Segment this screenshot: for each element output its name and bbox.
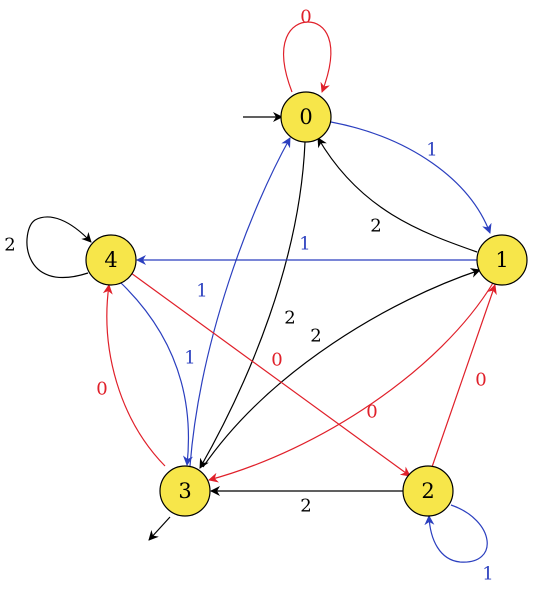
edge-label-1-0: 2 xyxy=(370,216,381,237)
state-label-4: 4 xyxy=(104,248,117,272)
state-label-3: 3 xyxy=(178,479,191,503)
state-node-2[interactable]: 2 xyxy=(402,465,454,517)
edge-label-1-4: 1 xyxy=(299,234,310,255)
edge-label-3-1: 2 xyxy=(310,326,321,347)
state-label-1: 1 xyxy=(495,248,508,272)
state-node-4[interactable]: 4 xyxy=(85,234,137,286)
edge-label-4-3: 1 xyxy=(184,348,195,369)
state-node-1[interactable]: 1 xyxy=(476,234,528,286)
edge-0-0 xyxy=(283,21,332,93)
edge-label-4-4: 2 xyxy=(4,235,15,256)
edge-3-4 xyxy=(102,284,166,467)
edge-3-0 xyxy=(189,137,291,467)
edge-3-1 xyxy=(202,268,481,468)
edge-1-3 xyxy=(208,282,494,483)
edge-4-4 xyxy=(26,216,92,279)
edge-labels: 0 1 2 2 1 0 2 1 0 2 1 0 0 2 1 xyxy=(4,7,493,585)
edge-label-0-1: 1 xyxy=(426,140,437,161)
edge-2-1 xyxy=(431,284,497,468)
edges xyxy=(26,21,497,563)
edge-2-2 xyxy=(424,504,488,563)
edge-0-1 xyxy=(330,121,492,234)
edge-label-2-2: 1 xyxy=(482,564,493,585)
edge-1-0 xyxy=(317,137,478,253)
edge-label-0-0: 0 xyxy=(300,7,311,28)
edge-4-3 xyxy=(119,281,193,466)
edge-label-3-0: 1 xyxy=(196,281,207,302)
edge-label-3-4: 0 xyxy=(96,379,107,400)
edge-0-3 xyxy=(199,141,306,469)
state-node-0[interactable]: 0 xyxy=(280,91,332,143)
edge-4-2 xyxy=(130,272,411,477)
final-state-arrow xyxy=(148,516,171,541)
edge-label-4-2: 0 xyxy=(271,350,282,371)
edge-label-2-3: 2 xyxy=(300,496,311,517)
state-label-0: 0 xyxy=(299,105,312,129)
edge-label-2-1: 0 xyxy=(475,370,486,391)
edge-label-0-3: 2 xyxy=(284,308,295,329)
state-label-2: 2 xyxy=(421,479,434,503)
state-node-3[interactable]: 3 xyxy=(159,465,211,517)
edge-label-1-3: 0 xyxy=(366,402,377,423)
